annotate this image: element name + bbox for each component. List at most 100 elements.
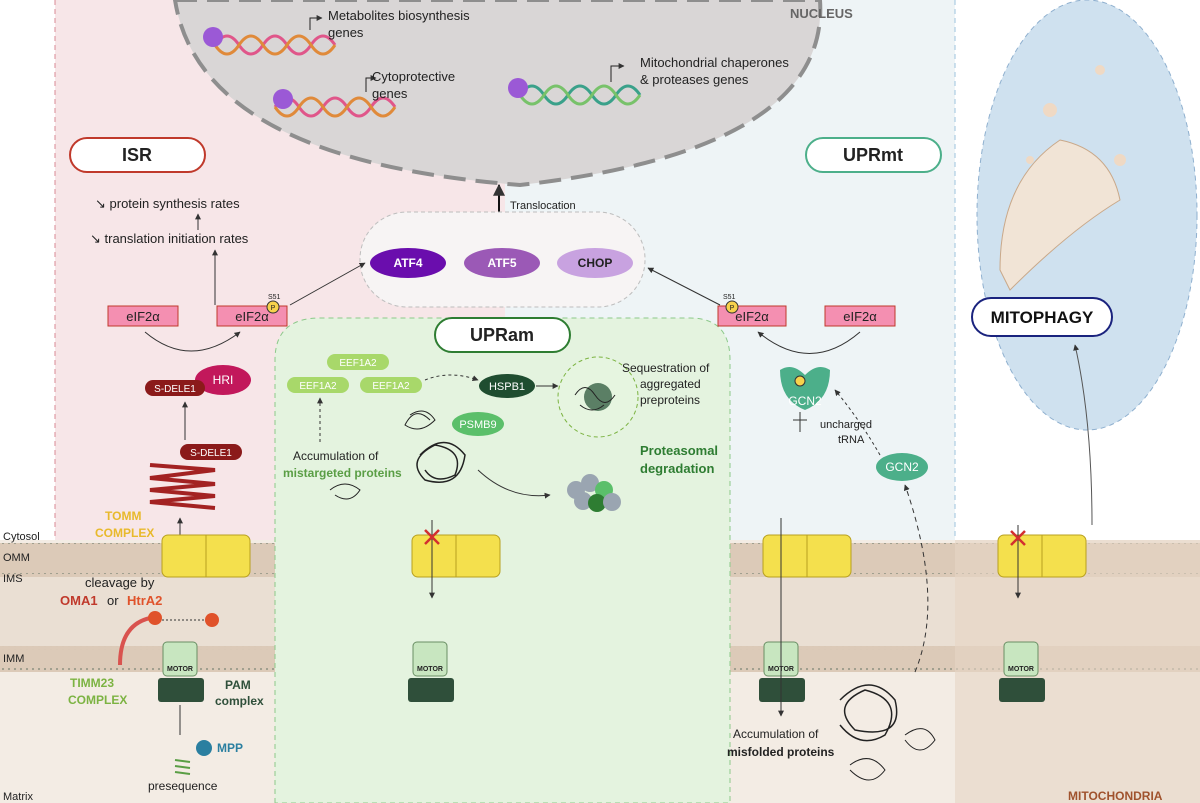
gcn2-signal-arrow	[903, 484, 929, 673]
dna-helix-chaperones	[508, 78, 642, 106]
pam-label-2: complex	[215, 694, 264, 708]
mitochondria-label: MITOCHONDRIA	[1068, 789, 1163, 803]
s51-label: S51	[268, 294, 281, 301]
sequestration-label-2: aggregated	[640, 377, 701, 391]
dna-helix-metabolites	[203, 27, 337, 56]
nucleus	[172, 0, 823, 188]
dna-helix-cytoprotective	[273, 89, 397, 118]
isr-title-box	[69, 137, 206, 173]
s-dele1-node-a	[145, 380, 205, 396]
phosphate-icon	[725, 300, 739, 314]
atf4-label: ATF4	[393, 256, 422, 270]
import-complex-4: MOTOR	[997, 525, 1087, 702]
gcn2-label-b: GCN2	[885, 460, 919, 474]
import-complex-3: MOTOR	[759, 518, 852, 717]
translocation-label: Translocation	[510, 200, 576, 212]
eef1a2-node-a	[327, 354, 389, 370]
aggregate-icon	[904, 728, 936, 751]
uprmt-title-box	[805, 137, 942, 173]
blocked-import-icon	[424, 529, 440, 545]
import-complex-1: MOTOR	[158, 534, 251, 702]
uprmt-eif2a-label: eIF2α	[843, 309, 877, 324]
timm23-label-1: TIMM23	[70, 676, 114, 690]
protease-icon	[205, 613, 219, 627]
tangled-protein-icon	[416, 441, 466, 483]
gcn2-dimer	[780, 366, 830, 410]
motor-label: MOTOR	[167, 666, 193, 673]
upram-panel	[274, 317, 731, 803]
acc-mistargeted-label-2: mistargeted proteins	[283, 466, 402, 480]
presequence-label: presequence	[148, 779, 218, 793]
eef1a2-node-b	[287, 377, 349, 393]
cleavage-label: cleavage by	[85, 575, 155, 590]
motor-label: MOTOR	[1008, 666, 1034, 673]
import-complex-2: MOTOR	[408, 520, 501, 702]
nucleus-label: NUCLEUS	[790, 6, 853, 21]
upram-title-box	[434, 317, 571, 353]
acc-misfolded-label-1: Accumulation of	[733, 727, 819, 741]
htra2-label: HtrA2	[127, 593, 162, 608]
gcn2-label-a: GCN2	[788, 394, 822, 408]
polymerase-icon	[273, 89, 293, 109]
mitophagy-mito-shade	[955, 540, 1200, 803]
uprmt-title: UPRmt	[843, 145, 903, 165]
hspb1-node	[479, 374, 535, 398]
sequestration-label-3: preproteins	[640, 393, 700, 407]
hspb1-label: HSPB1	[489, 381, 525, 393]
eef1a2-label-c: EEF1A2	[372, 381, 410, 392]
motor-label: MOTOR	[417, 666, 443, 673]
proteasomal-label-1: Proteasomal	[640, 443, 718, 458]
pam-label-1: PAM	[225, 678, 251, 692]
phosphate-label: P	[271, 305, 276, 312]
presequence-icon	[174, 759, 191, 775]
aggregate-icon	[329, 483, 361, 500]
hri-node	[195, 365, 251, 395]
oma1-label: OMA1	[60, 593, 98, 608]
uncharged-label-2: tRNA	[838, 434, 865, 446]
mitophagy-arrow	[1073, 344, 1093, 526]
uprmt-phosphorylation-arrow	[757, 331, 861, 354]
proteasome-icon	[567, 474, 621, 512]
eif2a-label: eIF2α	[126, 309, 160, 324]
polymerase-icon	[508, 78, 528, 98]
ims-label: IMS	[3, 573, 23, 585]
chaperones-label-1: Mitochondrial chaperones	[640, 55, 789, 70]
uprmt-s51-label: S51	[723, 294, 736, 301]
mpp-label: MPP	[217, 741, 243, 755]
cytosol-label: Cytosol	[3, 531, 40, 543]
isr-title: ISR	[122, 145, 152, 165]
acc-mistargeted-label-1: Accumulation of	[293, 449, 379, 463]
hri-label: HRI	[213, 373, 234, 387]
sequestration-label-1: Sequestration of	[622, 361, 710, 375]
mpp-icon	[196, 740, 212, 756]
gene-arrow	[365, 75, 377, 92]
uprmt-eif2a-p-label: eIF2α	[735, 309, 769, 324]
mitophagy-title-box	[971, 297, 1113, 337]
timm23-label-2: COMPLEX	[68, 693, 127, 707]
tomm-label-2: COMPLEX	[95, 526, 154, 540]
cytoprotective-label-2: genes	[372, 86, 408, 101]
phosphate-icon	[266, 300, 280, 314]
s-dele1-node-b	[180, 444, 242, 460]
psmb9-node	[452, 412, 504, 436]
tomm-label-1: TOMM	[105, 509, 141, 523]
atf4-node	[370, 248, 446, 278]
matrix-label: Matrix	[3, 791, 33, 803]
phosphate-icon	[794, 375, 806, 387]
metabolites-label-2: genes	[328, 25, 364, 40]
cytoprotective-label-1: Cytoprotective	[372, 69, 455, 84]
uprmt-to-chop-arrow	[647, 267, 721, 306]
uprmt-phosphate-label: P	[730, 305, 735, 312]
atf5-label: ATF5	[487, 256, 516, 270]
aggregate-icon	[404, 410, 436, 430]
eef1a2-label-b: EEF1A2	[299, 381, 337, 392]
polymerase-icon	[203, 27, 223, 47]
aggregate-icon	[849, 758, 886, 781]
blocked-import-icon	[1010, 530, 1026, 546]
s-dele1-label-a: S-DELE1	[154, 384, 196, 395]
gene-arrow	[610, 63, 625, 82]
chop-label: CHOP	[578, 256, 613, 270]
omm-label: OMM	[3, 552, 30, 564]
isr-to-atf4-arrow	[289, 262, 366, 306]
